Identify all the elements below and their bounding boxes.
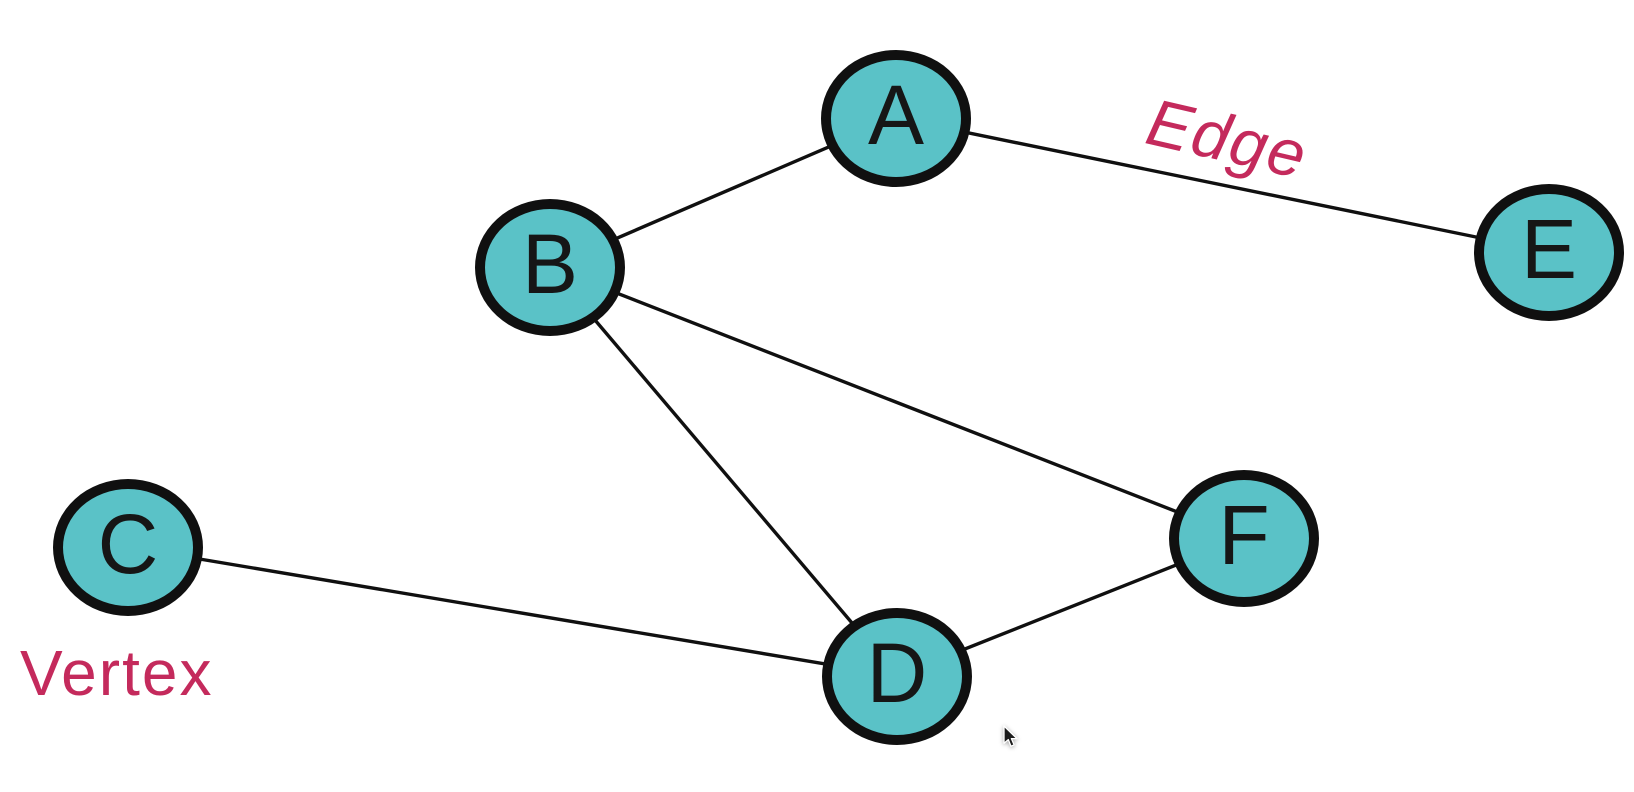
vertex-node-E: E xyxy=(1474,183,1624,321)
edge-B-F xyxy=(549,265,1245,540)
edge-B-D xyxy=(548,265,899,678)
edge-C-D xyxy=(127,545,898,678)
vertex-node-letter: B xyxy=(521,217,579,311)
vertex-node-letter: C xyxy=(97,497,159,591)
vertex-node-letter: A xyxy=(867,68,925,162)
vertex-node-letter: E xyxy=(1520,202,1578,296)
vertex-node-A: A xyxy=(821,49,971,187)
vertex-node-D: D xyxy=(822,607,972,745)
vertex-node-B: B xyxy=(475,198,625,336)
mouse-cursor-icon xyxy=(1003,725,1018,747)
vertex-node-letter: F xyxy=(1218,488,1270,582)
edge-A-E xyxy=(895,116,1550,254)
vertex-annotation-label: Vertex xyxy=(20,637,214,709)
vertex-node-C: C xyxy=(53,478,203,616)
vertex-node-letter: D xyxy=(866,626,928,720)
vertex-node-F: F xyxy=(1169,469,1319,607)
